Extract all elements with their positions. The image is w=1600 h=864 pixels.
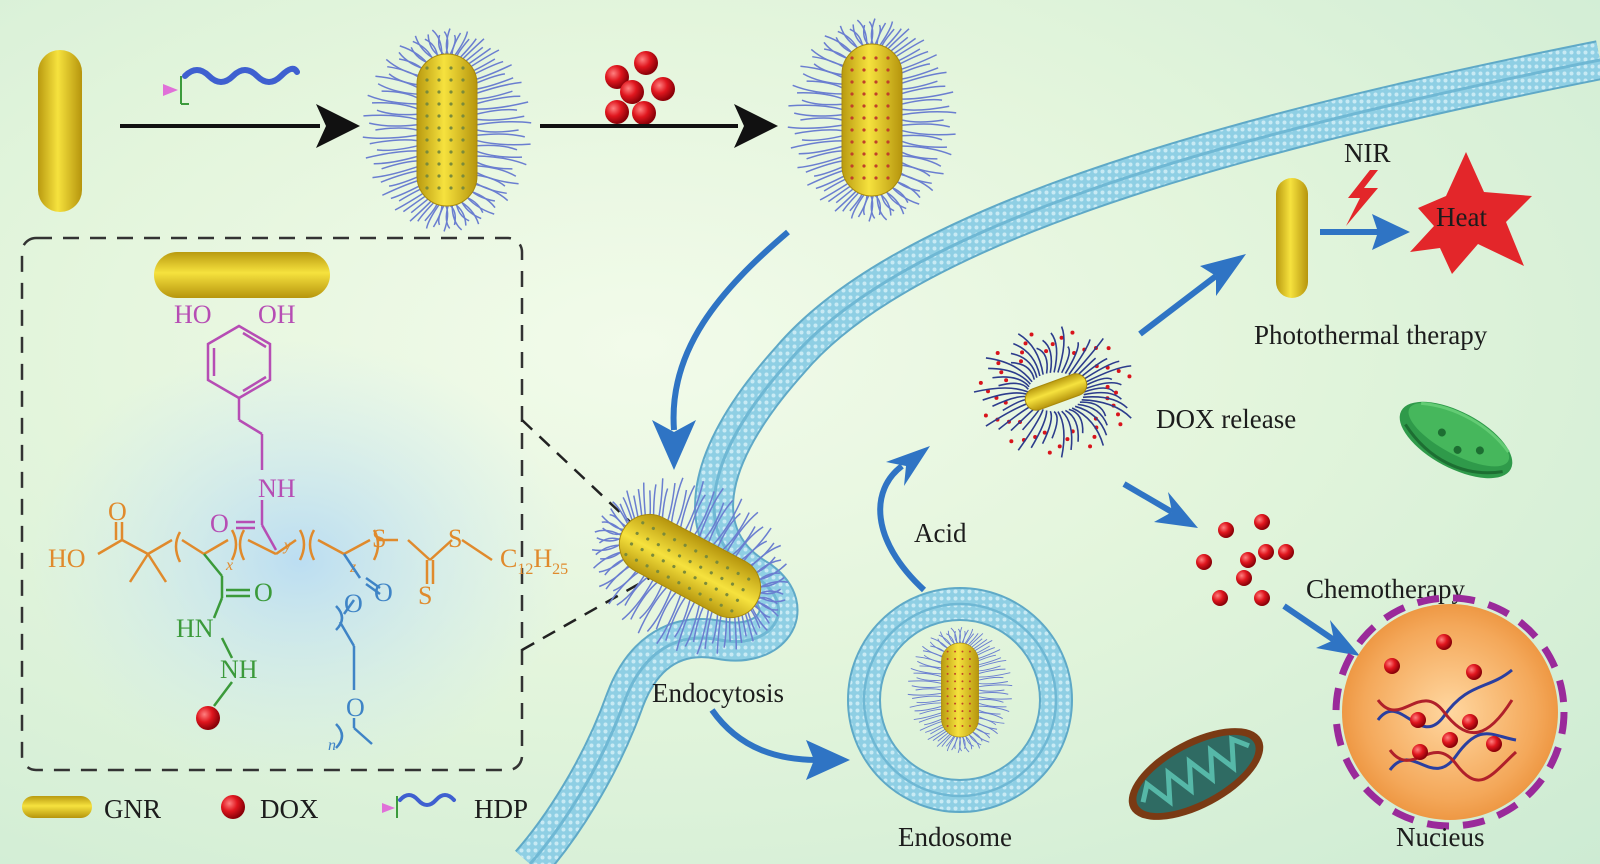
label-heat: Heat — [1436, 202, 1487, 232]
struct-hn: HN — [176, 614, 214, 643]
legend-gnr-symbol — [22, 796, 92, 818]
nucleus — [1332, 594, 1568, 830]
legend-hdp-label: HDP — [474, 794, 528, 824]
label-nir: NIR — [1344, 138, 1391, 168]
struct-o-chain: O — [346, 693, 365, 722]
dox-release-cluster — [973, 326, 1132, 458]
golgi-organelle-icon — [1399, 401, 1513, 479]
endosome — [847, 587, 1073, 813]
struct-c12h25: C12H25 — [500, 544, 568, 578]
struct-x-subscript: x — [225, 557, 233, 574]
label-chemotherapy: Chemotherapy — [1306, 574, 1465, 604]
arrow-dox-loading — [540, 104, 778, 148]
inset-gnr-rod — [154, 252, 330, 298]
label-dox-release: DOX release — [1156, 404, 1296, 434]
arrow-to-nucleus-head — [1316, 620, 1360, 656]
struct-ho-1: HO — [174, 300, 212, 329]
nir-bolt-icon — [1346, 170, 1378, 226]
heat-burst-icon — [1410, 152, 1532, 274]
arrow-to-nucleus — [1282, 603, 1336, 643]
gnr-hdp-conjugate — [362, 28, 532, 232]
structure-inset-frame — [20, 236, 524, 772]
struct-nh-amide: NH — [258, 474, 296, 503]
legend-gnr-label: GNR — [104, 794, 161, 824]
struct-dox-dot — [196, 706, 220, 730]
struct-y-subscript: y — [282, 537, 292, 554]
label-acid: Acid — [914, 518, 967, 548]
arrow-to-photothermal — [1138, 273, 1218, 337]
label-endocytosis: Endocytosis — [652, 678, 784, 708]
struct-o-ether: O — [344, 589, 363, 618]
arrow-to-dox — [1122, 481, 1174, 515]
struct-o-acid: O — [108, 497, 127, 526]
struct-s1: S — [372, 524, 386, 553]
arrow-to-heat-head — [1372, 214, 1410, 250]
struct-s3: S — [418, 581, 432, 610]
label-nucleus: Nucieus — [1396, 822, 1484, 852]
legend-dox-symbol — [221, 795, 245, 819]
arrow-to-membrane-head — [652, 420, 696, 470]
struct-o-hydrazide: O — [254, 578, 273, 607]
struct-o-ester: O — [374, 578, 393, 607]
free-gnr-rod — [1276, 178, 1308, 298]
arrow-conjugation — [120, 104, 360, 148]
endosome-conjugate — [907, 626, 1013, 754]
label-endosome: Endosome — [898, 822, 1012, 852]
released-dox — [1196, 514, 1294, 606]
arrow-acid — [877, 463, 927, 593]
legend-dox-label: DOX — [260, 794, 319, 824]
label-photothermal: Photothermal therapy — [1254, 320, 1488, 350]
mitochondrion-icon — [1128, 728, 1264, 820]
legend: GNR DOX HDP — [22, 793, 528, 824]
arrow-to-dox-head — [1154, 492, 1198, 528]
arrow-to-photothermal-head — [1200, 254, 1246, 296]
struct-o-amide: O — [210, 509, 229, 538]
struct-n-subscript: n — [328, 737, 336, 754]
arrow-to-endosome-head — [806, 740, 850, 780]
struct-nh: NH — [220, 655, 258, 684]
hdp-polymer-icon — [163, 65, 300, 105]
internalizing-conjugate — [591, 477, 789, 655]
gnr-hdp-dox-conjugate — [787, 18, 957, 222]
gnr-rod — [38, 50, 82, 212]
dox-cluster — [605, 51, 675, 125]
struct-ho-acid: HO — [48, 544, 86, 573]
struct-s2: S — [448, 524, 462, 553]
arrow-acid-head — [886, 446, 930, 486]
legend-hdp-symbol — [382, 793, 456, 818]
chemical-structure: HO OH NH O — [48, 300, 568, 754]
arrow-to-membrane — [670, 229, 790, 431]
struct-oh-1: OH — [258, 300, 296, 329]
arrow-to-endosome — [709, 708, 819, 763]
dna-helix-icon — [1376, 668, 1518, 782]
